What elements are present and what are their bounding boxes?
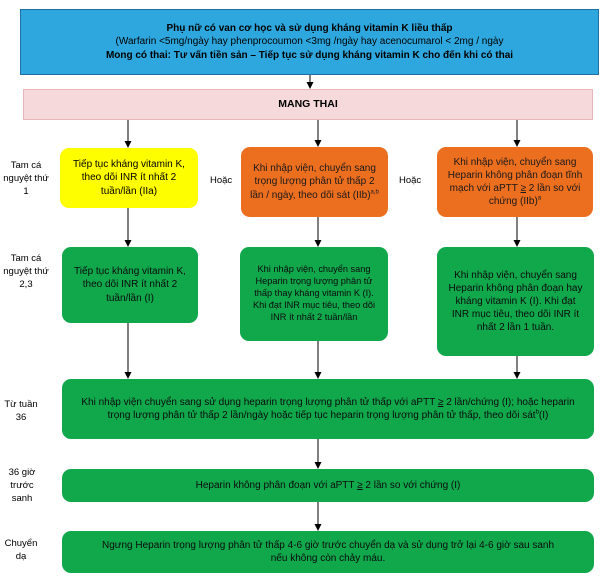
w36-text-a: Khi nhập viện chuyển sang sử dụng hepari… bbox=[81, 396, 438, 408]
t23-lmwh-text: Khi nhập viện, chuyển sang Heparin trọng… bbox=[252, 264, 376, 322]
h36-text-b: 2 lần so với chứng (I) bbox=[362, 479, 461, 491]
t23-continue-vka-text: Tiếp tục kháng vitamin K, theo dõi INR í… bbox=[74, 266, 186, 304]
t1-lmwh-box: Khi nhập viện, chuyển sang trọng lượng p… bbox=[241, 147, 388, 217]
or-label-left: Hoặc bbox=[210, 175, 233, 186]
t1-ufh-box: Khi nhập viện, chuyển sang Heparin không… bbox=[437, 147, 593, 217]
w36-text-c: (I) bbox=[538, 410, 549, 421]
h36-box: Heparin không phân đoạn với aPTT ≥ 2 lần… bbox=[62, 469, 594, 502]
labor-text-line1: Ngưng Heparin trọng lượng phân tử thấp 4… bbox=[101, 539, 555, 551]
header-title: Phụ nữ có van cơ học và sử dụng kháng vi… bbox=[166, 23, 453, 35]
t1-ufh-ge: ≥ bbox=[520, 183, 526, 194]
w36-box: Khi nhập viện chuyển sang sử dụng hepari… bbox=[62, 379, 594, 439]
pregnancy-label: MANG THAI bbox=[278, 97, 338, 110]
header-box: Phụ nữ có van cơ học và sử dụng kháng vi… bbox=[20, 9, 599, 75]
t1-continue-vka-box: Tiếp tục kháng vitamin K, theo dõi INR í… bbox=[60, 148, 198, 208]
stage-label-w36: Từ tuần 36 bbox=[4, 399, 38, 423]
t23-ufh-text: Khi nhập viện, chuyển sang Heparin không… bbox=[448, 269, 583, 334]
stage-label-h36: 36 giờ trước sanh bbox=[8, 467, 36, 504]
header-preconception: Mong có thai: Tư vấn tiền sản – Tiếp tục… bbox=[105, 49, 514, 61]
w36-ge: ≥ bbox=[437, 396, 444, 408]
t23-continue-vka-box: Tiếp tục kháng vitamin K, theo dõi INR í… bbox=[62, 247, 198, 323]
h36-ge: ≥ bbox=[357, 479, 363, 491]
w36-ref: b bbox=[535, 409, 539, 416]
t1-ufh-text-b: 2 lần so với chứng (IIb) bbox=[488, 183, 581, 208]
w36-text-b: 2 lần/chứng (I); hoặc heparin trọng lượn… bbox=[107, 396, 575, 421]
pregnancy-box: MANG THAI bbox=[23, 89, 593, 120]
t1-continue-vka-text: Tiếp tục kháng vitamin K, theo dõi INR í… bbox=[73, 159, 185, 197]
t1-ufh-ref: a bbox=[537, 195, 542, 202]
t1-lmwh-text: Khi nhập viện, chuyển sang trọng lượng p… bbox=[250, 163, 376, 201]
labor-box: Ngưng Heparin trọng lượng phân tử thấp 4… bbox=[62, 531, 594, 573]
header-dose-criteria: (Warfarin <5mg/ngày hay phenprocoumon <3… bbox=[115, 36, 504, 48]
stage-label-t23: Tam cá nguyệt thứ 2,3 bbox=[3, 253, 49, 290]
labor-text-line2: nếu không còn chảy máu. bbox=[270, 553, 386, 564]
t23-ufh-box: Khi nhập viện, chuyển sang Heparin không… bbox=[437, 247, 594, 356]
h36-text-a: Heparin không phân đoạn với aPTT bbox=[195, 479, 358, 491]
stage-label-t1: Tam cá nguyệt thứ 1 bbox=[3, 160, 49, 197]
t1-ufh-text-a: Khi nhập viện, chuyển sang Heparin không… bbox=[447, 156, 583, 194]
stage-label-labor: Chuyển dạ bbox=[4, 538, 38, 562]
t23-lmwh-box: Khi nhập viện, chuyển sang Heparin trọng… bbox=[240, 247, 388, 341]
t1-lmwh-ref: a,b bbox=[370, 189, 379, 196]
or-label-right: Hoặc bbox=[399, 175, 422, 186]
